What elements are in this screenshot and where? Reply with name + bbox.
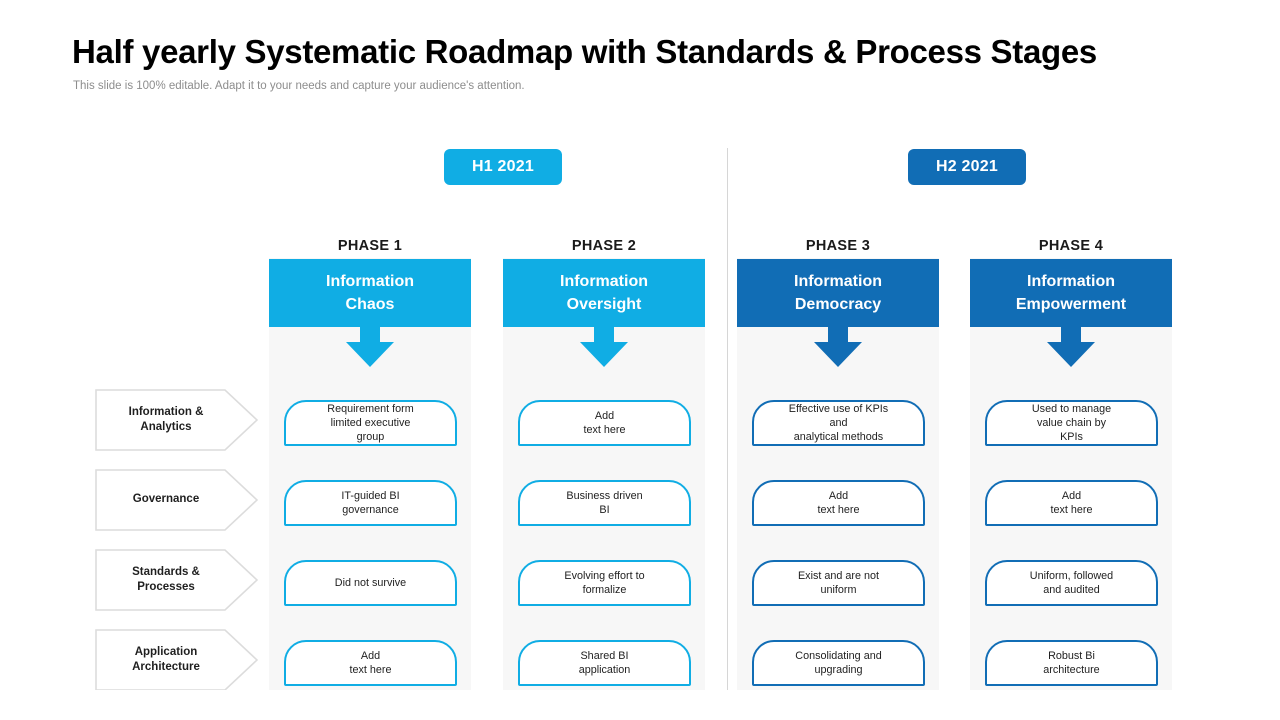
card-text-line: Requirement form xyxy=(327,402,414,415)
phase-header-4-line2: Empowerment xyxy=(1015,296,1127,313)
row-label-standards-processes[interactable]: Standards & Processes xyxy=(95,549,259,611)
phase-header-2-line1: Information xyxy=(560,272,648,290)
card-text-line: text here xyxy=(1050,504,1093,516)
row-label-text: Application Architecture xyxy=(95,629,229,691)
down-arrow-icon-3 xyxy=(814,327,862,367)
card-text-line: uniform xyxy=(820,584,857,596)
phase-3-card-3[interactable]: Consolidating and upgrading xyxy=(752,640,925,686)
half-badge-h1[interactable]: H1 2021 xyxy=(444,149,562,185)
phase-header-4-line1: Information xyxy=(1027,272,1115,290)
card-text-line: analytical methods xyxy=(793,431,884,444)
row-label-line: Information & xyxy=(128,405,204,418)
card-text-line: Shared BI xyxy=(580,649,629,662)
card-text-line: Effective use of KPIs xyxy=(788,402,889,415)
row-label-application-architecture[interactable]: Application Architecture xyxy=(95,629,259,691)
card-text-line: Add xyxy=(360,649,381,662)
row-label-text: Governance xyxy=(95,469,229,531)
card-text-line: and xyxy=(829,416,848,429)
card-text-line: upgrading xyxy=(814,664,863,676)
row-label-line: Governance xyxy=(132,493,200,506)
phase-label-4: PHASE 4 xyxy=(1038,238,1104,254)
row-label-line: Application xyxy=(134,645,198,658)
phase-3-card-2[interactable]: Exist and are not uniform xyxy=(752,560,925,606)
row-label-text: Information & Analytics xyxy=(95,389,229,451)
phase-4-card-1[interactable]: Add text here xyxy=(985,480,1158,526)
bottom-clip-mask xyxy=(0,690,1280,720)
card-text-line: Add xyxy=(828,489,849,502)
phase-header-3-line1: Information xyxy=(794,272,882,290)
card-text-line: Used to manage xyxy=(1031,402,1112,415)
phase-header-1-line2: Chaos xyxy=(345,296,395,313)
phase-header-3-line2: Democracy xyxy=(794,296,882,313)
phase-header-1[interactable]: Information Chaos xyxy=(269,259,471,327)
down-arrow-icon-2 xyxy=(580,327,628,367)
card-text-line: text here xyxy=(583,424,626,436)
half-badge-h2[interactable]: H2 2021 xyxy=(908,149,1026,185)
half-divider xyxy=(727,148,728,700)
phase-label-2: PHASE 2 xyxy=(571,238,637,254)
half-badge-h2-label: H2 2021 xyxy=(936,158,998,175)
phase-header-2-line2: Oversight xyxy=(566,296,642,313)
row-label-line: Processes xyxy=(137,581,195,593)
card-text-line: group xyxy=(356,431,385,444)
card-text-line: Did not survive xyxy=(334,576,407,589)
row-label-information-analytics[interactable]: Information & Analytics xyxy=(95,389,259,451)
chevron-shape-icon xyxy=(95,549,259,611)
card-text-line: Robust Bi xyxy=(1048,649,1095,662)
chevron-shape-icon xyxy=(95,389,259,451)
card-text-line: BI xyxy=(599,504,610,516)
phase-2-card-0[interactable]: Add text here xyxy=(518,400,691,446)
row-label-line: Standards & xyxy=(132,565,200,578)
card-text-line: limited executive xyxy=(330,416,411,429)
chevron-shape-icon xyxy=(95,469,259,531)
page-subtitle: This slide is 100% editable. Adapt it to… xyxy=(73,80,525,92)
card-text-line: Exist and are not xyxy=(797,569,880,582)
phase-3-card-1[interactable]: Add text here xyxy=(752,480,925,526)
phase-4-card-0[interactable]: Used to manage value chain by KPIs xyxy=(985,400,1158,446)
card-text-line: IT-guided BI xyxy=(341,489,400,502)
chevron-shape-icon xyxy=(95,629,259,691)
phase-1-card-3[interactable]: Add text here xyxy=(284,640,457,686)
phase-header-3[interactable]: Information Democracy xyxy=(737,259,939,327)
phase-label-1: PHASE 1 xyxy=(337,238,403,254)
phase-1-card-0[interactable]: Requirement form limited executive group xyxy=(284,400,457,446)
phase-2-card-2[interactable]: Evolving effort to formalize xyxy=(518,560,691,606)
card-text-line: governance xyxy=(342,504,399,516)
card-text-line: application xyxy=(578,664,631,676)
card-text-line: text here xyxy=(817,504,860,516)
card-text-line: Add xyxy=(594,409,615,422)
phase-4-card-3[interactable]: Robust Bi architecture xyxy=(985,640,1158,686)
card-text-line: text here xyxy=(349,664,392,676)
card-text-line: architecture xyxy=(1043,664,1100,676)
card-text-line: Uniform, followed xyxy=(1029,569,1114,582)
phase-header-2[interactable]: Information Oversight xyxy=(503,259,705,327)
row-label-governance[interactable]: Governance xyxy=(95,469,259,531)
down-arrow-icon-1 xyxy=(346,327,394,367)
card-text-line: KPIs xyxy=(1060,431,1083,444)
row-label-line: Analytics xyxy=(140,421,192,433)
card-text-line: Business driven xyxy=(566,489,643,502)
card-text-line: and audited xyxy=(1043,584,1100,596)
down-arrow-icon-4 xyxy=(1047,327,1095,367)
row-label-text: Standards & Processes xyxy=(95,549,229,611)
card-text-line: Add xyxy=(1061,489,1082,502)
page-title: Half yearly Systematic Roadmap with Stan… xyxy=(72,33,1097,70)
card-text-line: value chain by xyxy=(1036,416,1106,429)
row-label-line: Architecture xyxy=(132,661,200,673)
phase-2-card-1[interactable]: Business driven BI xyxy=(518,480,691,526)
phase-4-card-2[interactable]: Uniform, followed and audited xyxy=(985,560,1158,606)
half-badge-h1-label: H1 2021 xyxy=(472,158,534,175)
card-text-line: formalize xyxy=(582,584,627,596)
phase-label-3: PHASE 3 xyxy=(805,238,871,254)
phase-1-card-1[interactable]: IT-guided BI governance xyxy=(284,480,457,526)
phase-header-4[interactable]: Information Empowerment xyxy=(970,259,1172,327)
card-text-line: Consolidating and xyxy=(795,649,882,662)
phase-1-card-2[interactable]: Did not survive xyxy=(284,560,457,606)
phase-2-card-3[interactable]: Shared BI application xyxy=(518,640,691,686)
card-text-line: Evolving effort to xyxy=(564,569,645,582)
phase-3-card-0[interactable]: Effective use of KPIs and analytical met… xyxy=(752,400,925,446)
phase-header-1-line1: Information xyxy=(326,272,414,290)
